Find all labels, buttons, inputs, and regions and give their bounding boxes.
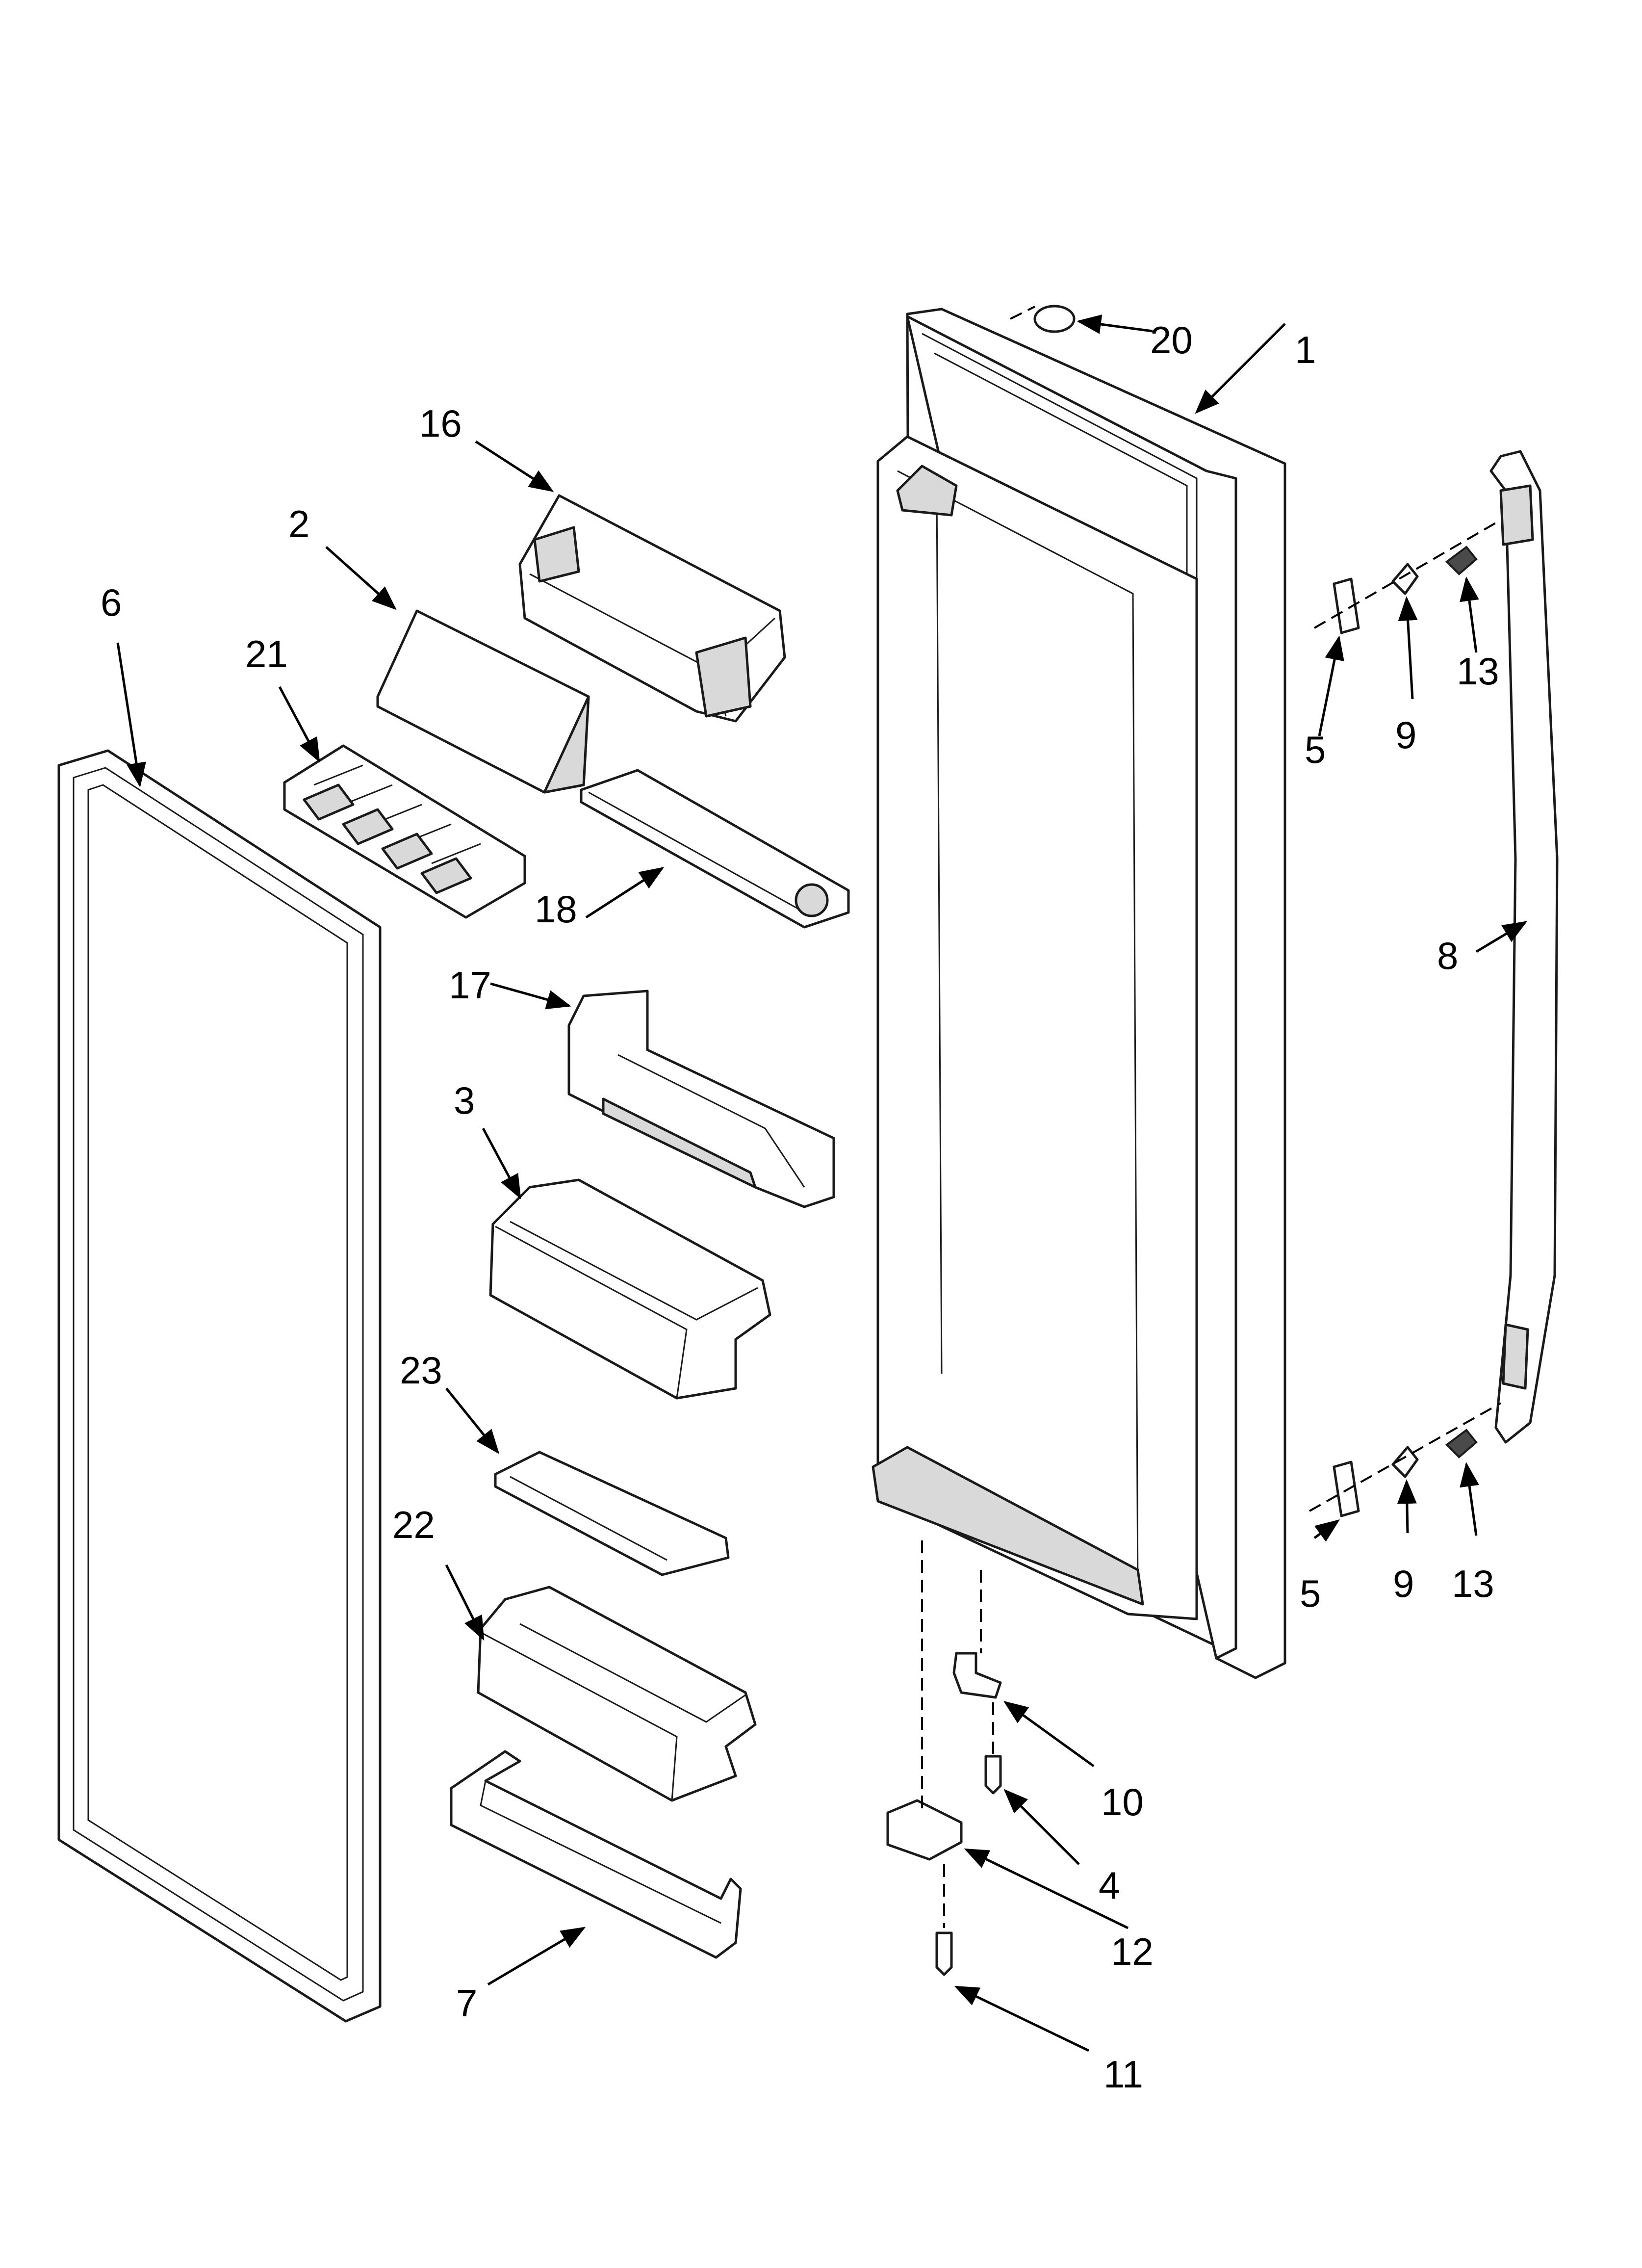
hinge-bracket [886,1799,963,1861]
door-rail [450,1750,742,1959]
callout-12: 12 [1111,1930,1154,1973]
shelf-divider [494,1451,730,1576]
callout-labels: 20 1 16 2 6 21 18 17 3 23 22 7 5 9 13 8 … [101,318,1499,2096]
hinge-pin [952,1652,1002,1699]
dairy-bin [518,494,786,723]
callout-18: 18 [535,887,577,931]
door-bin-small [477,1586,757,1802]
hinge-screw [984,1755,1002,1795]
callout-20: 20 [1150,318,1193,362]
callout-7: 7 [456,1981,477,2025]
door-bin-large [489,1178,771,1400]
door-handle [1489,450,1559,1444]
callout-6: 6 [101,581,122,624]
lower-hardware [1309,1402,1501,1517]
door-assembly [872,308,1286,1679]
shelf-rail [580,769,850,929]
callout-5-lower: 5 [1300,1572,1321,1615]
callout-23: 23 [400,1349,442,1392]
callout-1: 1 [1295,328,1316,371]
hinge-plug [1033,305,1076,333]
dairy-door [376,609,590,794]
callout-13-lower: 13 [1452,1562,1494,1605]
leader-lines [116,314,1528,2052]
callout-8: 8 [1437,934,1458,977]
callout-2: 2 [288,502,309,546]
callout-5-upper: 5 [1305,728,1326,771]
callout-9-lower: 9 [1393,1562,1414,1605]
callout-17: 17 [449,964,491,1007]
callout-10: 10 [1101,1780,1144,1824]
callout-11: 11 [1103,2053,1143,2096]
shelf-insert [283,744,526,919]
door-shelf-bin [567,990,835,1208]
callout-3: 3 [454,1079,475,1122]
bracket-screw [935,1931,953,1976]
callout-22: 22 [392,1503,435,1546]
callout-13-upper: 13 [1457,650,1499,693]
callout-4: 4 [1099,1864,1120,1907]
callout-16: 16 [419,402,462,445]
callout-9-upper: 9 [1395,713,1416,756]
callout-21: 21 [245,632,288,676]
door-gasket [57,749,382,2023]
upper-hardware [1313,519,1502,634]
